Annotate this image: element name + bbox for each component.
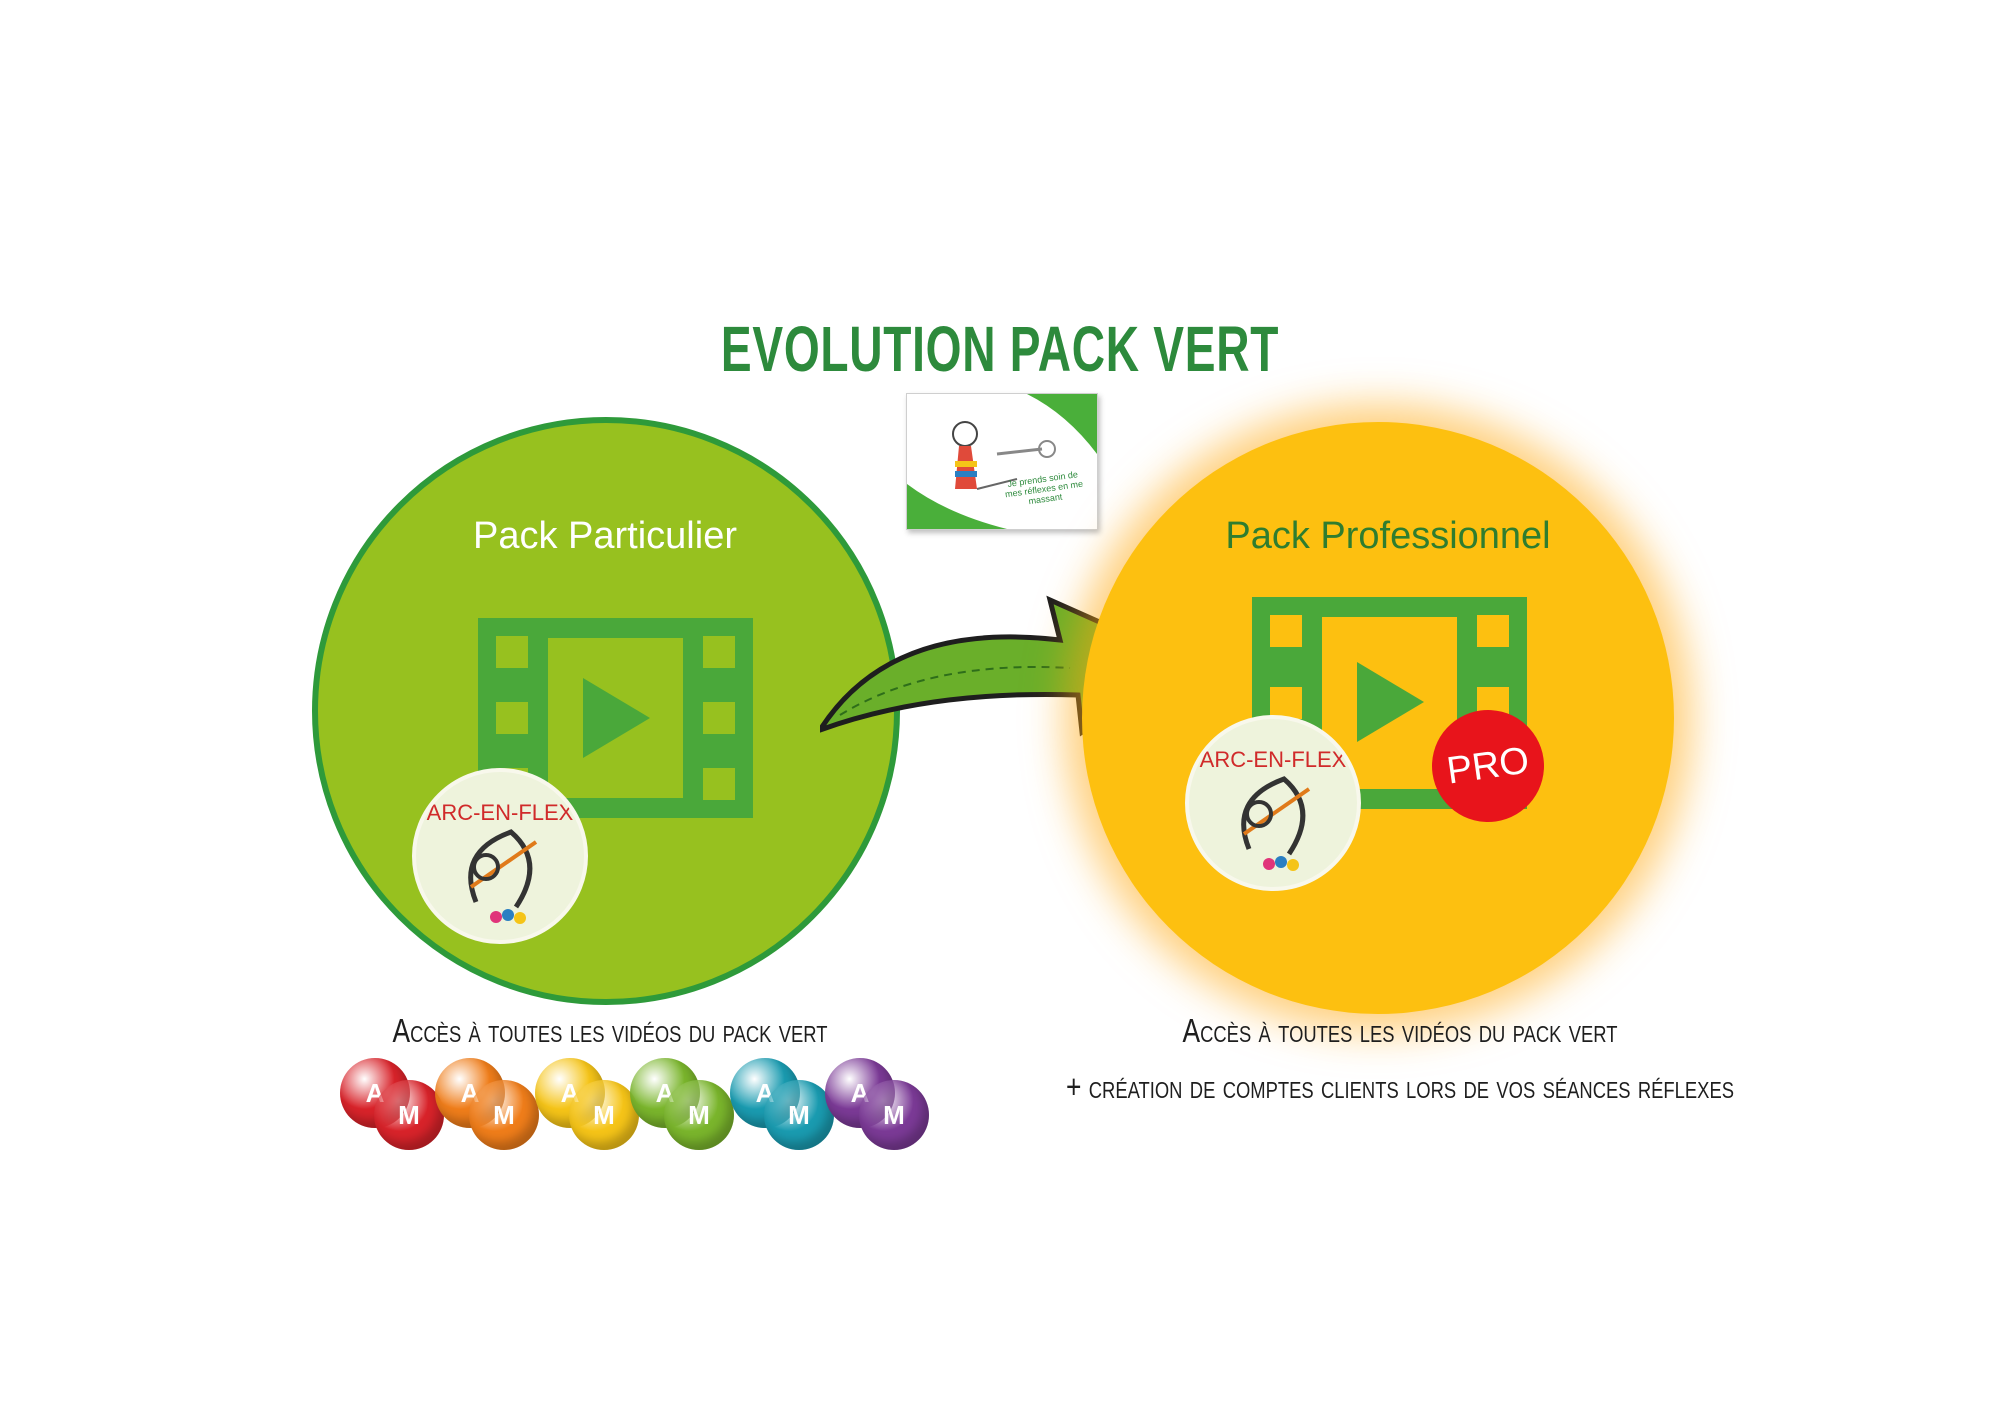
pack-particulier-caption: Accès à toutes les vidéos du pack vert bbox=[392, 1012, 828, 1049]
am-ball: M bbox=[374, 1080, 444, 1150]
arc-en-flex-logo-icon: ARC-EN-FLEX bbox=[412, 768, 588, 944]
arc-en-flex-logo-pro-icon: ARC-EN-FLEX bbox=[1185, 715, 1361, 891]
pack-professionnel-label: Pack Professionnel bbox=[1225, 515, 1551, 557]
video-film-icon bbox=[478, 618, 753, 818]
pack-professionnel-caption-line1: Accès à toutes les vidéos du pack vert bbox=[1182, 1012, 1618, 1049]
pack-particulier-label: Pack Particulier bbox=[473, 515, 737, 557]
thumbnail-illustration-icon bbox=[907, 394, 1097, 529]
am-ball: M bbox=[764, 1080, 834, 1150]
bow-arrow-icon: ARC-EN-FLEX bbox=[427, 800, 574, 924]
am-ball: M bbox=[469, 1080, 539, 1150]
pack-vert-thumbnail: Je prends soin de mes réflexes en me mas… bbox=[906, 393, 1098, 530]
pack-particulier-circle bbox=[312, 417, 900, 1005]
am-ball: M bbox=[664, 1080, 734, 1150]
bow-arrow-pro-icon: ARC-EN-FLEX bbox=[1200, 747, 1347, 871]
am-ball: M bbox=[859, 1080, 929, 1150]
pack-professionnel-caption-line2: + création de comptes clients lors de vo… bbox=[1066, 1068, 1734, 1105]
page-title: Evolution pack vert bbox=[720, 313, 1280, 385]
svg-text:ARC-EN-FLEX: ARC-EN-FLEX bbox=[1200, 747, 1347, 772]
am-ball: M bbox=[569, 1080, 639, 1150]
svg-text:ARC-EN-FLEX: ARC-EN-FLEX bbox=[427, 800, 574, 825]
